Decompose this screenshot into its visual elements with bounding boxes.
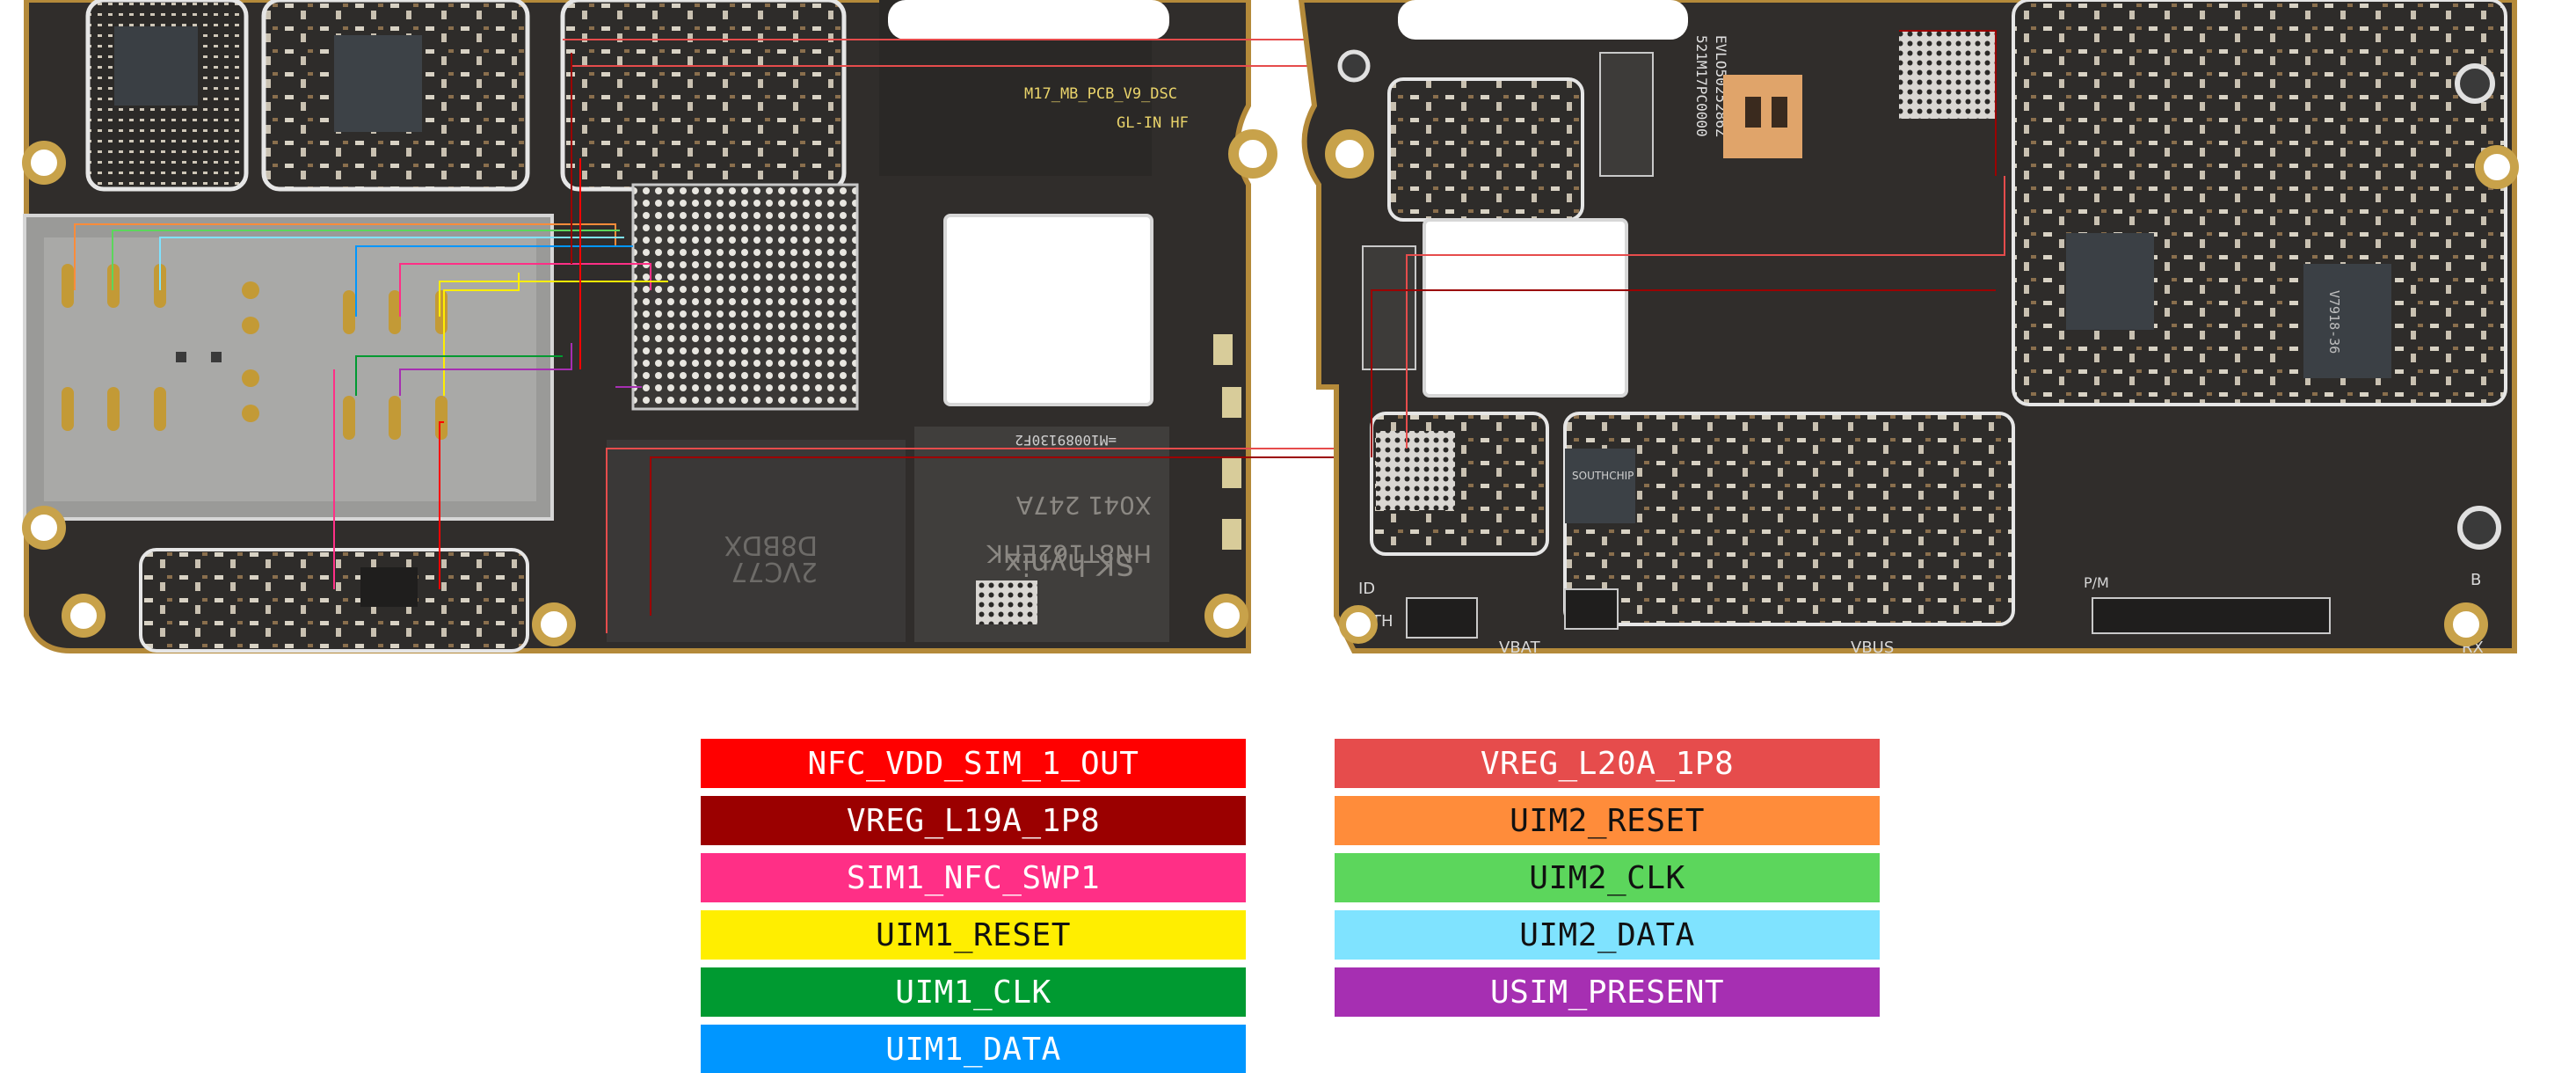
legend-item-uim1-data: UIM1_DATA (701, 1025, 1246, 1073)
legend-item-vreg-l19a-1p8: VREG_L19A_1P8 (701, 796, 1246, 845)
silk-vbat: VBAT (1499, 639, 1541, 657)
legend-item-nfc-vdd-sim-1-out: NFC_VDD_SIM_1_OUT (701, 739, 1246, 788)
chip-marking-1: V7918-36 (2326, 290, 2342, 354)
signal-traces-left (74, 39, 2000, 633)
soc-marking: 2VC77 (731, 556, 818, 587)
board-part-code: 521M17PC0000 (1693, 35, 1710, 137)
signal-traces-right (1371, 30, 2005, 457)
board-name-label: M17_MB_PCB_V9_DSC (1024, 85, 1177, 103)
sim-contacts (62, 264, 448, 440)
legend-item-usim-present: USIM_PRESENT (1335, 967, 1880, 1017)
silk-vbus: VBUS (1851, 639, 1894, 657)
legend-item-uim1-clk: UIM1_CLK (701, 967, 1246, 1017)
right-board: 521M17PC0000 EVLO5025286Z V7918-36 SOUTH… (1298, 0, 2519, 657)
memory-code: X041 247A (1016, 491, 1152, 520)
pcb-board-image: M17_MB_PCB_V9_DSC GL-IN HF (22, 0, 2519, 657)
legend-item-uim2-data: UIM2_DATA (1335, 910, 1880, 960)
board-region-label: GL-IN HF (1117, 114, 1189, 132)
legend-item-sim1-nfc-swp1: SIM1_NFC_SWP1 (701, 853, 1246, 902)
rev-code: =M10089130F2 (1015, 432, 1117, 449)
legend-item-uim2-reset: UIM2_RESET (1335, 796, 1880, 845)
legend-item-uim2-clk: UIM2_CLK (1335, 853, 1880, 902)
memory-brand: SK hynix (1005, 546, 1134, 581)
silk-pm: P/M (2084, 574, 2109, 591)
silk-id: ID (1358, 580, 1375, 598)
legend-item-vreg-l20a-1p8: VREG_L20A_1P8 (1335, 739, 1880, 788)
legend-item-uim1-reset: UIM1_RESET (701, 910, 1246, 960)
left-board: M17_MB_PCB_V9_DSC GL-IN HF (22, 0, 2000, 653)
soc-code: D8BDX (724, 529, 818, 560)
memory-part: HN8T162EHK (986, 539, 1152, 568)
chip-marking-2: SOUTHCHIP (1572, 470, 1634, 482)
silk-b: B (2470, 571, 2481, 589)
